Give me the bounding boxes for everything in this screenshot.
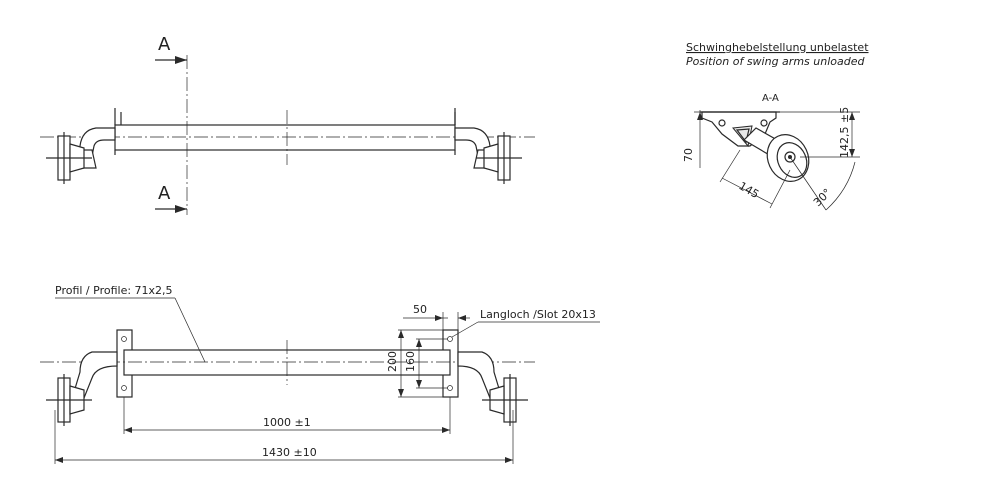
- dim-145: 145: [737, 179, 762, 201]
- section-label: A-A: [762, 93, 779, 104]
- dim-200: 200: [386, 351, 399, 372]
- top-view: A A: [40, 34, 535, 215]
- bottom-view: Profil / Profile: 71x2,5 50 Langloch /Sl…: [40, 284, 600, 464]
- hub-right-top: [476, 132, 522, 184]
- section-mark-bottom: A: [158, 183, 171, 204]
- slot-label: Langloch /Slot 20x13: [480, 308, 596, 321]
- profile-label: Profil / Profile: 71x2,5: [55, 284, 173, 297]
- axle-tube-top: [114, 124, 456, 151]
- position-note-en: Position of swing arms unloaded: [686, 55, 865, 68]
- dim-1000: 1000 ±1: [263, 416, 311, 429]
- dim-160: 160: [404, 351, 417, 372]
- hub-left-bottom: [46, 374, 92, 426]
- dim-50: 50: [413, 303, 427, 316]
- section-view: Schwinghebelstellung unbelastet Position…: [682, 41, 869, 211]
- dim-1430: 1430 ±10: [262, 446, 317, 459]
- hub-left-top: [46, 132, 92, 184]
- position-note-de: Schwinghebelstellung unbelastet: [686, 41, 869, 54]
- section-mark-top: A: [158, 34, 171, 55]
- dim-70: 70: [682, 148, 695, 162]
- dim-142-5: 142,5 ±5: [838, 107, 851, 158]
